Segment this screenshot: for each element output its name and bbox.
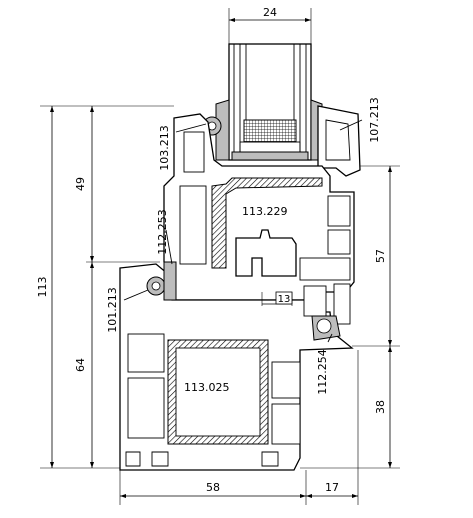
part-frame-seal: 112.254 (316, 349, 329, 395)
dimension-lines (40, 8, 400, 505)
dim-upper-height: 49 (74, 177, 87, 191)
glazing-unit (228, 43, 312, 161)
part-sash-gasket: 112.253 (156, 209, 169, 255)
dim-offset: 17 (325, 481, 339, 494)
dim-bottom-height: 38 (374, 400, 387, 414)
frame-gaskets (146, 261, 341, 341)
part-sash-profile: 113.229 (242, 205, 288, 218)
part-frame-profile: 113.025 (184, 381, 230, 394)
glazing-bead-right (317, 105, 361, 177)
frame-profile (119, 263, 354, 471)
part-gasket-top-right: 107.213 (368, 97, 381, 143)
dim-small-box: 13 (278, 294, 291, 305)
small-dim-box (275, 291, 293, 305)
dim-sash-overlap: 57 (374, 249, 387, 263)
dim-frame-depth: 58 (206, 481, 220, 494)
sash-profile (163, 113, 355, 301)
part-frame-gasket: 101.213 (106, 287, 119, 333)
part-gasket-top-left: 103.213 (158, 125, 171, 171)
dim-lower-height: 64 (74, 358, 87, 372)
dim-glass-width: 24 (263, 6, 277, 19)
dim-total-height: 113 (36, 277, 49, 298)
